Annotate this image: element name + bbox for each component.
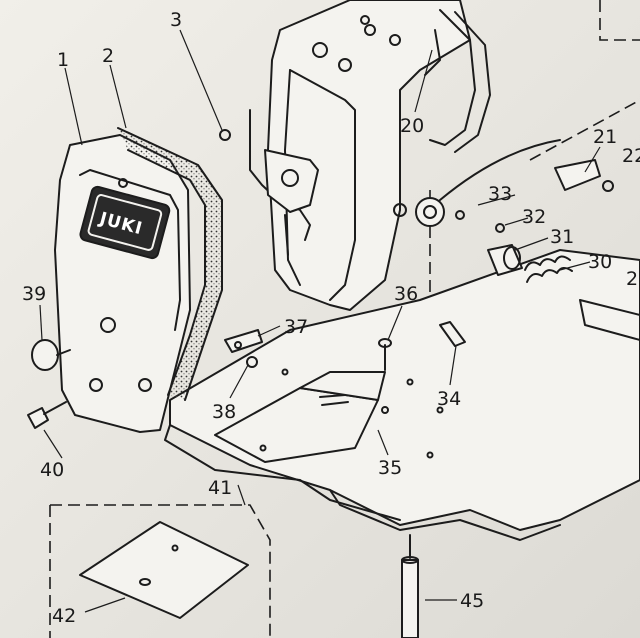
screws-and-fasteners (27, 129, 392, 429)
shaft-components (439, 159, 640, 347)
part-label-31: 31 (550, 226, 574, 248)
slide-plate (214, 371, 389, 463)
part-number-labels: 1 2 3 20 21 22 33 32 31 30 2 39 36 37 38… (22, 9, 640, 627)
part-label-37: 37 (284, 316, 308, 338)
part-label-36: 36 (394, 283, 418, 305)
machine-head-frame (267, 0, 471, 311)
part-label-20: 20 (400, 115, 424, 137)
part-label-21: 21 (593, 126, 617, 148)
leader-lines (39, 29, 601, 613)
part-label-40: 40 (40, 459, 64, 481)
part-label-35: 35 (378, 457, 402, 479)
take-up-lever (424, 9, 491, 153)
face-plate-gasket (117, 127, 223, 401)
part-label-2: 2 (102, 45, 114, 67)
part-label-32: 32 (522, 206, 546, 228)
machine-bed (164, 249, 640, 541)
part-label-38: 38 (212, 401, 236, 423)
part-label-39: 39 (22, 283, 46, 305)
thread-guide-plate (249, 109, 319, 256)
hand-wheel-assembly (415, 139, 561, 227)
needle-plate-and-stud (79, 521, 419, 638)
part-label-34: 34 (437, 388, 461, 410)
part-label-42: 42 (52, 605, 76, 627)
part-label-45: 45 (460, 590, 484, 612)
part-label-29: 2 (626, 268, 638, 290)
part-label-22: 22 (622, 145, 640, 167)
part-label-33: 33 (488, 183, 512, 205)
part-label-41: 41 (208, 477, 232, 499)
part-label-1: 1 (57, 49, 69, 71)
part-label-3: 3 (170, 9, 182, 31)
part-label-30: 30 (588, 251, 612, 273)
